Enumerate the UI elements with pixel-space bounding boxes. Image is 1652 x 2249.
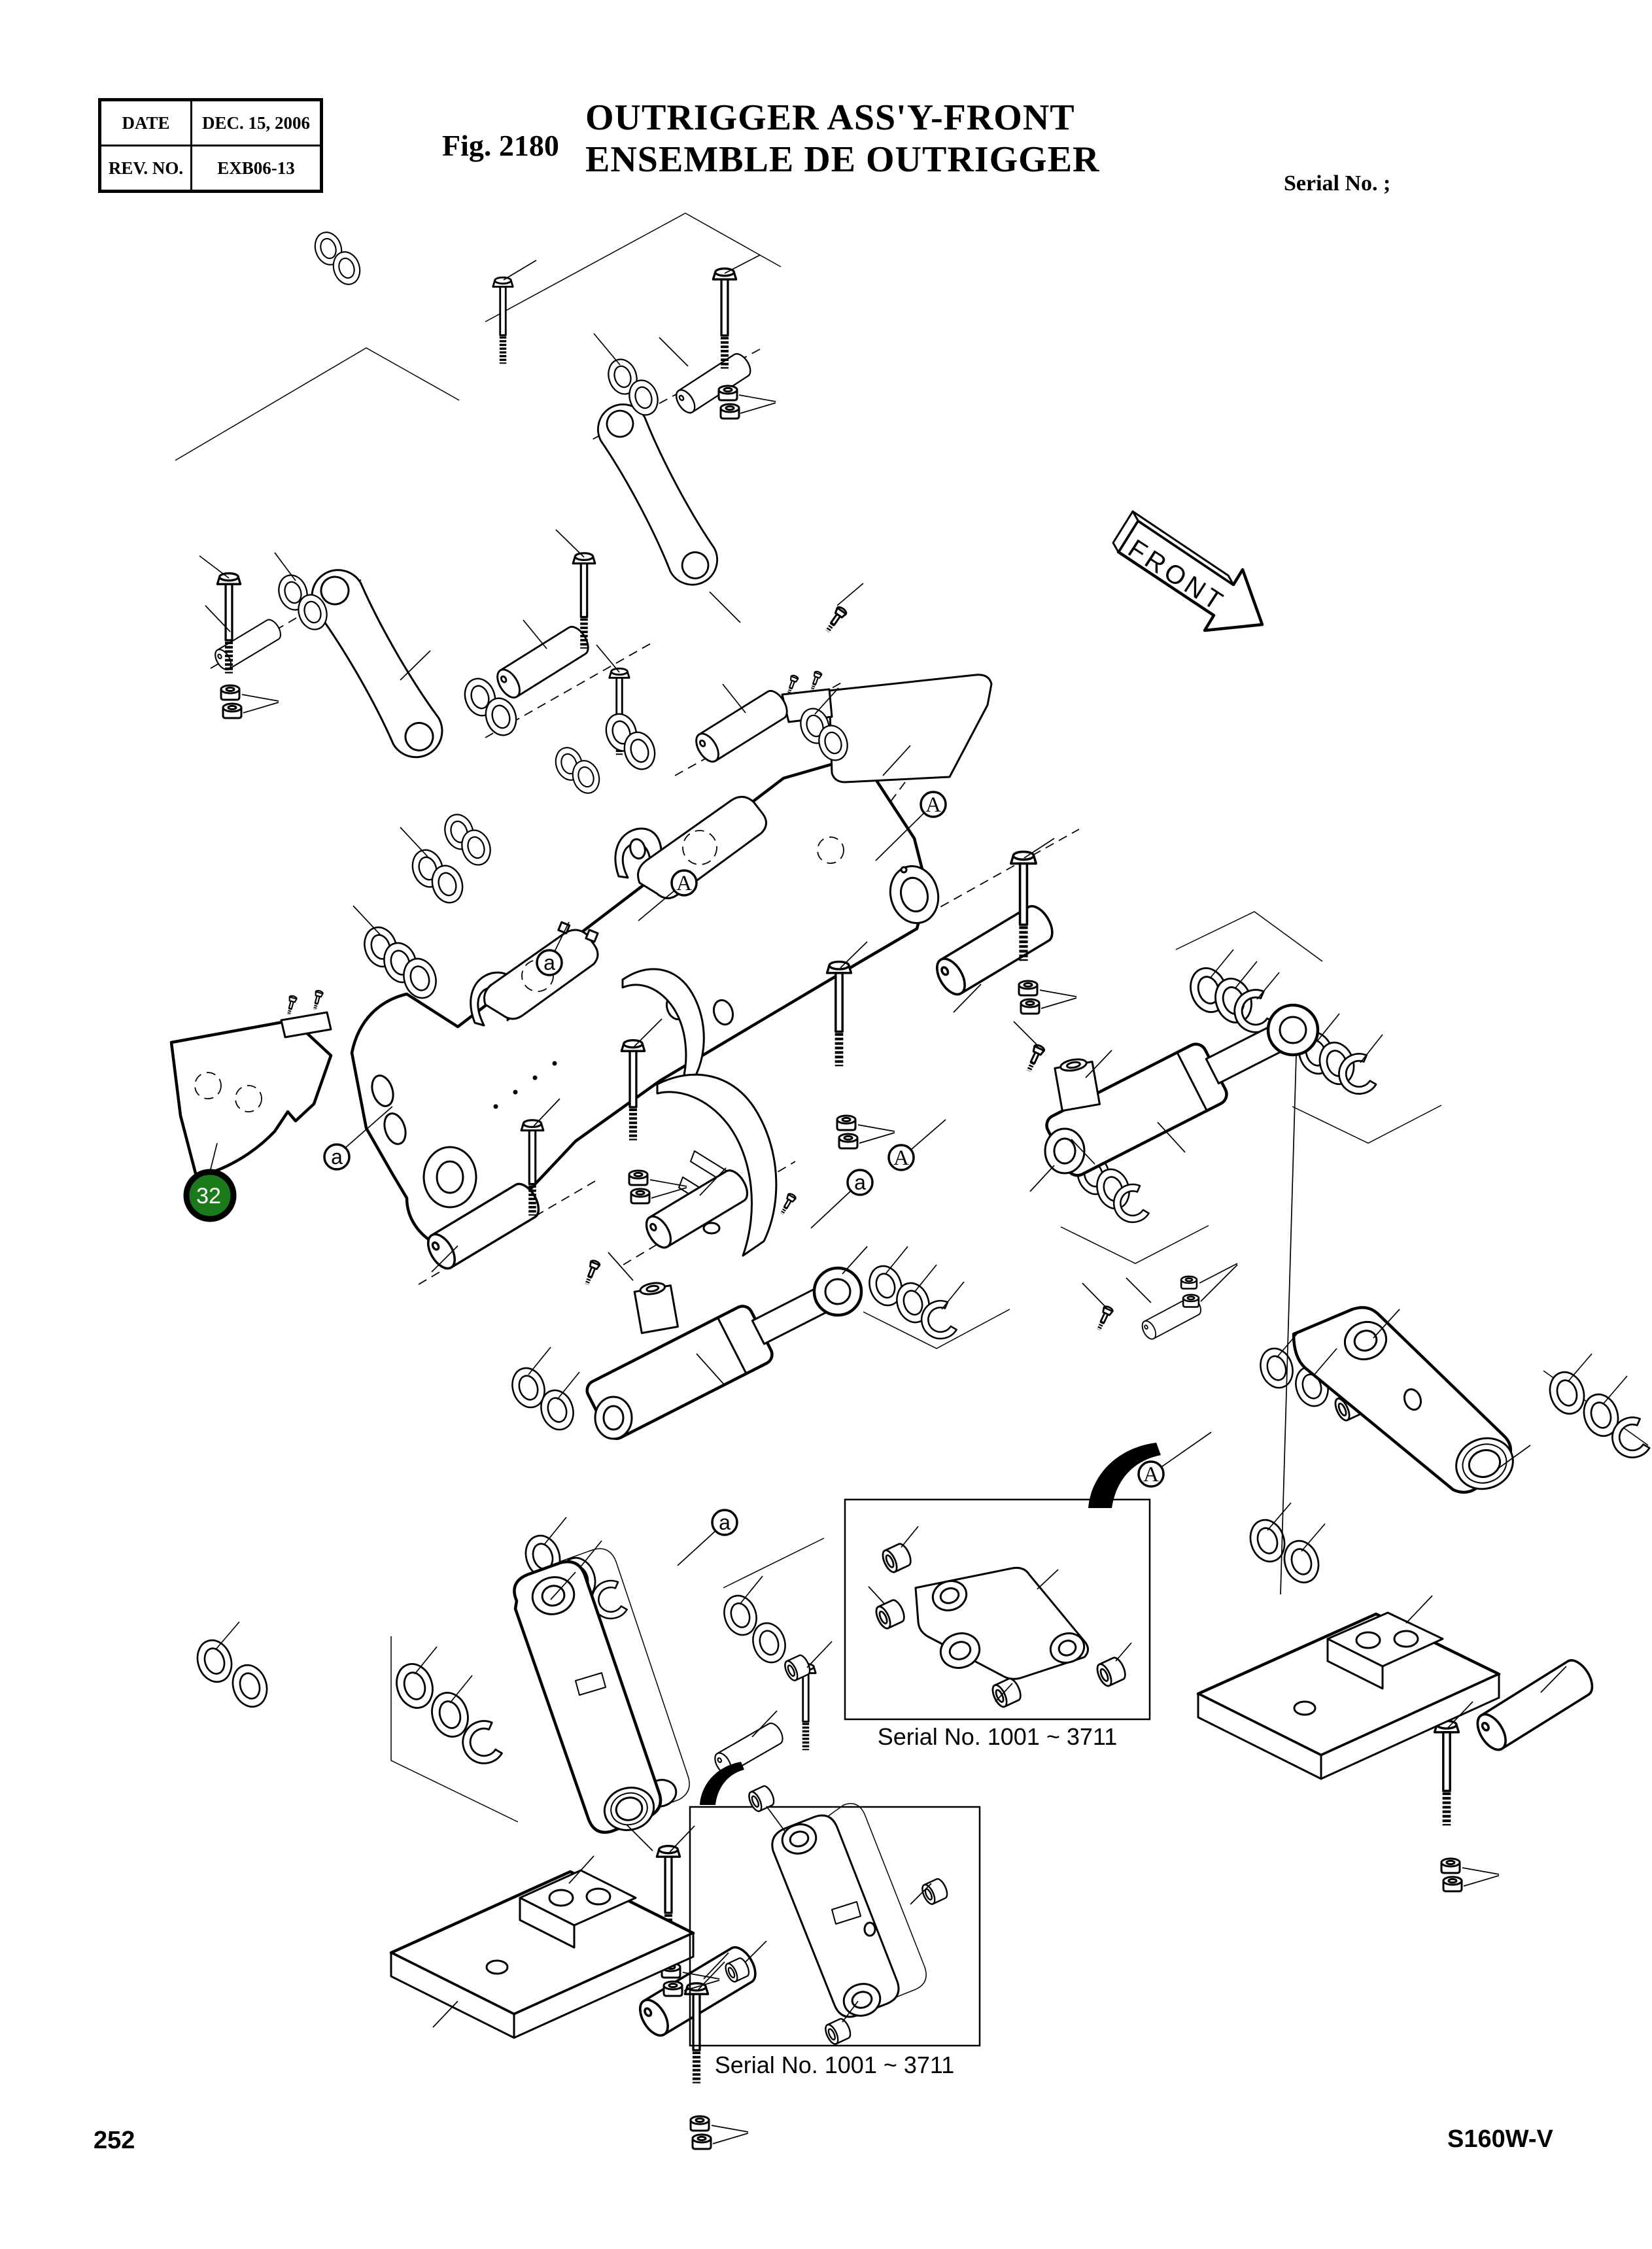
- part-badge-number: 32: [196, 1184, 221, 1209]
- callout-A-1: A: [875, 791, 947, 861]
- rev-no-label: REV. NO.: [101, 146, 192, 190]
- serial-note: Serial No. ;: [1284, 171, 1391, 196]
- curved-arrow-icon: [1088, 1443, 1161, 1508]
- callout-a-2: a: [323, 1143, 351, 1171]
- date-value: DEC. 15, 2006: [201, 112, 310, 133]
- table-row: DATE DEC. 15, 2006: [101, 101, 320, 145]
- inset-caption-2: Serial No. 1001 ~ 3711: [715, 2052, 955, 2078]
- figure-number: Fig. 2180: [442, 129, 559, 162]
- inset-caption-1: Serial No. 1001 ~ 3711: [878, 1723, 1118, 1750]
- callout-a-1: a: [536, 921, 570, 976]
- outrigger-pad-left: [389, 1869, 695, 2039]
- outrigger-beam: [350, 758, 940, 1257]
- front-direction-arrow: FRONT: [1112, 510, 1264, 632]
- inset-box-1: Serial No. 1001 ~ 3711: [844, 1443, 1161, 1750]
- hydraulic-cylinder-right: [1024, 1003, 1320, 1595]
- svg-text:A: A: [676, 872, 692, 895]
- title-english: OUTRIGGER ASS'Y-FRONT: [585, 97, 1075, 138]
- title-french: ENSEMBLE DE OUTRIGGER: [585, 139, 1100, 180]
- bracket-arm-right: [1292, 1306, 1514, 1494]
- table-row: REV. NO. EXB06-13: [101, 145, 320, 190]
- guard-plate: [781, 606, 993, 783]
- callout-A-4: A: [1137, 1432, 1212, 1488]
- callout-a-3: a: [810, 1169, 874, 1229]
- svg-text:a: a: [543, 951, 555, 974]
- curved-arrow-icon: [700, 1762, 744, 1805]
- callout-a-4: a: [677, 1509, 738, 1566]
- leader-lines: [199, 254, 1628, 2144]
- hydraulic-cylinder-center: [583, 1193, 1114, 1440]
- svg-text:a: a: [719, 1511, 731, 1534]
- page-number: 252: [94, 2127, 135, 2154]
- revision-table: DATE DEC. 15, 2006 REV. NO. EXB06-13: [98, 98, 323, 193]
- svg-text:a: a: [854, 1171, 866, 1194]
- svg-text:a: a: [331, 1145, 343, 1169]
- svg-text:A: A: [1143, 1463, 1159, 1486]
- rev-no-value: EXB06-13: [217, 158, 295, 178]
- callout-A-2: A: [638, 869, 698, 921]
- model-code: S160W-V: [1447, 2125, 1553, 2153]
- link-left: [301, 558, 453, 768]
- date-label: DATE: [101, 101, 192, 145]
- bracket-arm-left: [513, 1548, 690, 1834]
- svg-text:A: A: [925, 793, 941, 817]
- fender-plate-part-32: [169, 990, 333, 1178]
- link-upper: [588, 394, 727, 595]
- outrigger-pad-right: [1196, 1611, 1501, 1780]
- inset-box-2: Serial No. 1001 ~ 3711: [689, 1762, 981, 2078]
- page-title: OUTRIGGER ASS'Y-FRONT ENSEMBLE DE OUTRIG…: [585, 97, 1100, 180]
- callout-A-3: A: [887, 1119, 946, 1171]
- part-badge-32: 32: [183, 1169, 237, 1222]
- svg-text:A: A: [893, 1146, 909, 1170]
